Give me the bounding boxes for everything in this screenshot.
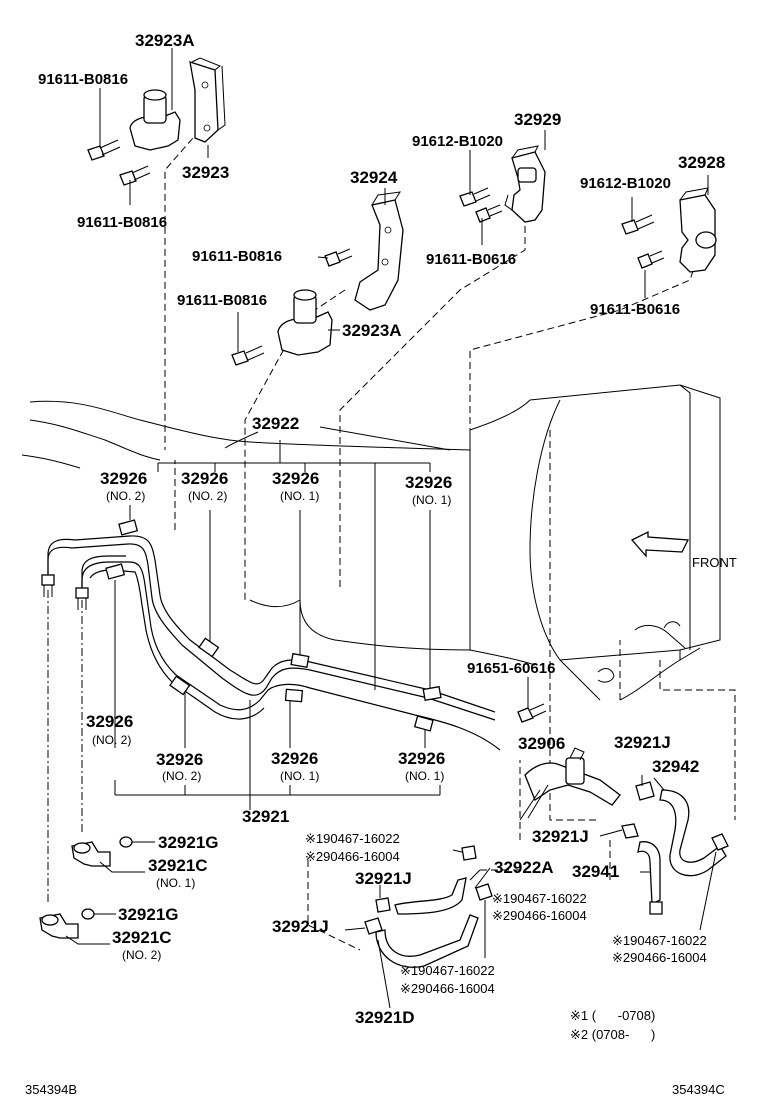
hose-32922A [394, 869, 493, 915]
label-32921J-a: 32921J [614, 733, 671, 752]
label-32921G-b: 32921G [118, 905, 179, 924]
label-32921J-b: 32921J [532, 827, 589, 846]
bracket-32923-top [129, 57, 226, 151]
lower-leaders [344, 775, 717, 1009]
bolt-91651-icon [517, 677, 547, 723]
pipe-end-fittings [41, 574, 89, 610]
label-32906: 32906 [518, 734, 565, 753]
diagram-code-left: 354394B [25, 1082, 77, 1097]
label-32926-h-sub: (NO. 1) [405, 769, 444, 783]
label-32926-e-sub: (NO. 2) [92, 733, 131, 747]
label-32926-f: 32926 [156, 750, 203, 769]
note-290466-c: ※290466-16004 [612, 950, 707, 965]
label-32922: 32922 [252, 414, 299, 433]
label-91611-B0816-c: 91611-B0816 [192, 248, 282, 265]
label-32926-g: 32926 [271, 749, 318, 768]
label-32926-c: 32926 [272, 469, 319, 488]
label-32926-f-sub: (NO. 2) [162, 769, 201, 783]
legend-note-2: ※2 (0708- ) [570, 1027, 655, 1042]
label-32921C-b-sub: (NO. 2) [122, 948, 161, 962]
note-190467-d: ※190467-16022 [400, 963, 495, 978]
label-32926-d: 32926 [405, 473, 452, 492]
label-32926-b: 32926 [181, 469, 228, 488]
legend-note-1: ※1 ( -0708) [570, 1008, 655, 1023]
label-32926-g-sub: (NO. 1) [280, 769, 319, 783]
label-32921J-c: 32921J [355, 869, 412, 888]
elbow-fitting-32921C-2 [39, 913, 110, 945]
upper-leaders [99, 48, 709, 352]
transmission-outline [21, 384, 721, 701]
label-32942: 32942 [652, 757, 699, 776]
label-32921C-a-sub: (NO. 1) [156, 876, 195, 890]
note-290466-d: ※290466-16004 [400, 981, 495, 996]
label-32929: 32929 [514, 110, 561, 129]
label-91651-60616: 91651-60616 [467, 660, 555, 677]
part-labels: 32923A 91611-B0816 32923 91611-B0816 329… [25, 31, 725, 1097]
note-290466-b: ※290466-16004 [492, 908, 587, 923]
gasket-32921G-icon [81, 836, 155, 920]
bolt-icon [87, 139, 151, 186]
bracket-32928 [621, 187, 717, 273]
hose-32942 [635, 781, 729, 877]
label-32921J-d: 32921J [272, 917, 329, 936]
hose-clip-icon [452, 845, 477, 861]
note-190467-c: ※190467-16022 [612, 933, 707, 948]
label-32923A-top: 32923A [135, 31, 195, 50]
label-32921: 32921 [242, 807, 289, 826]
label-91611-B0616-a: 91611-B0616 [426, 251, 516, 268]
label-91612-B1020-a: 91612-B1020 [412, 133, 503, 150]
label-91612-B1020-b: 91612-B1020 [580, 175, 671, 192]
label-91611-B0816-b: 91611-B0816 [77, 214, 167, 231]
diagram-code-right: 354394C [672, 1082, 725, 1097]
label-32926-a: 32926 [100, 469, 147, 488]
pipe-clamps [105, 519, 442, 732]
label-32922A: 32922A [494, 858, 554, 877]
label-32926-a-sub: (NO. 2) [106, 489, 145, 503]
label-32921C-a: 32921C [148, 856, 208, 875]
label-32924: 32924 [350, 168, 398, 187]
label-32928: 32928 [678, 153, 725, 172]
bracket-32929 [459, 145, 546, 223]
label-32921D: 32921D [355, 1008, 415, 1027]
note-290466-a: ※290466-16004 [305, 849, 400, 864]
front-arrow-icon [630, 530, 690, 558]
leader-lines [47, 129, 736, 951]
label-32926-e: 32926 [86, 712, 133, 731]
label-32921C-b: 32921C [112, 928, 172, 947]
elbow-fitting-32921C-1 [71, 841, 145, 873]
label-91611-B0816-d: 91611-B0816 [177, 292, 267, 309]
label-32926-d-sub: (NO. 1) [412, 493, 451, 507]
label-91611-B0616-b: 91611-B0616 [590, 301, 680, 318]
note-190467-b: ※190467-16022 [492, 891, 587, 906]
label-32941: 32941 [572, 862, 619, 881]
cooler-pipes [47, 535, 501, 751]
label-32923: 32923 [182, 163, 229, 182]
bracket-32924 [231, 191, 404, 366]
note-190467-a: ※190467-16022 [305, 831, 400, 846]
cooler-connector-32906 [519, 747, 621, 821]
label-91611-B0816-a: 91611-B0816 [38, 71, 128, 88]
label-32926-h: 32926 [398, 749, 445, 768]
front-label: FRONT [692, 555, 737, 570]
label-32921G-a: 32921G [158, 833, 219, 852]
label-32926-b-sub: (NO. 2) [188, 489, 227, 503]
hose-32941 [621, 823, 663, 915]
label-32926-c-sub: (NO. 1) [280, 489, 319, 503]
hose-32921D [364, 897, 479, 968]
label-32923A-mid: 32923A [342, 321, 402, 340]
